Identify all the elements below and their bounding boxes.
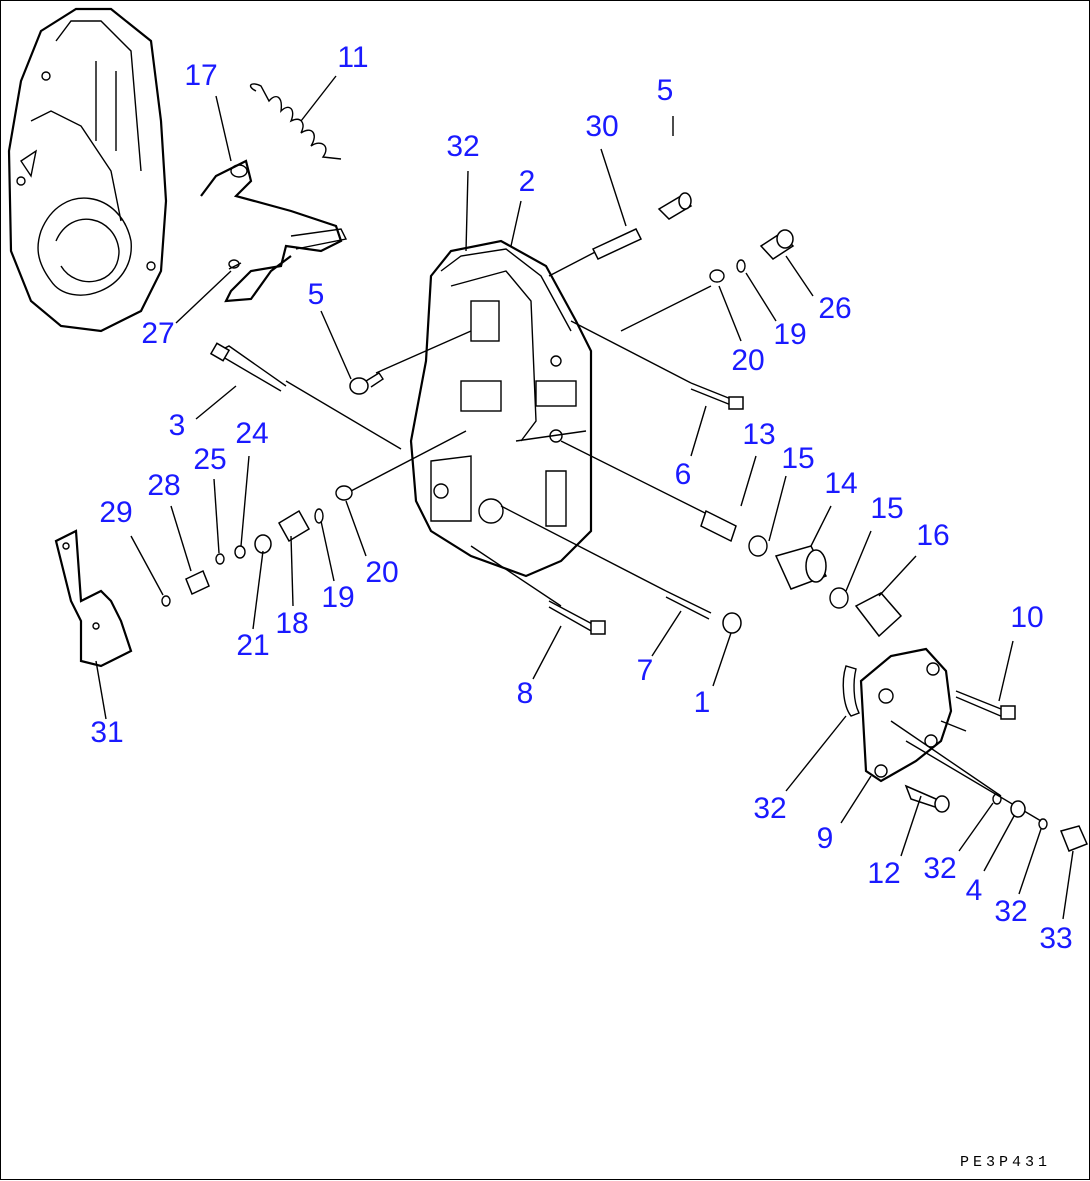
callout-1: 1 bbox=[693, 686, 711, 719]
callout-15-right: 15 bbox=[870, 492, 904, 525]
callout-17: 17 bbox=[184, 59, 218, 92]
callout-31: 32 bbox=[753, 792, 787, 825]
callout-29: 31 bbox=[90, 716, 124, 749]
callout-25: 27 bbox=[141, 317, 175, 350]
spring-part bbox=[249, 83, 342, 160]
callout-20-mid: 20 bbox=[365, 556, 399, 589]
callout-9: 9 bbox=[816, 822, 834, 855]
callout-15-left: 15 bbox=[781, 442, 815, 475]
callout-24: 26 bbox=[818, 292, 852, 325]
callout-leaders bbox=[95, 75, 1074, 920]
callout-16: 16 bbox=[916, 519, 950, 552]
callout-12: 11 bbox=[337, 41, 369, 74]
callout-11: 10 bbox=[1010, 601, 1044, 634]
callout-5-mid: 5 bbox=[307, 278, 325, 311]
assembly-lines bbox=[285, 248, 1042, 822]
callout-18: 18 bbox=[275, 607, 309, 640]
callout-13: 13 bbox=[742, 418, 776, 451]
callout-33: 33 bbox=[1039, 922, 1073, 955]
lever-part bbox=[200, 159, 348, 303]
callout-6: 6 bbox=[674, 458, 692, 491]
callout-27: 29 bbox=[99, 496, 133, 529]
callout-20-top: 20 bbox=[731, 344, 765, 377]
callout-22: 24 bbox=[235, 417, 269, 450]
callout-14: 14 bbox=[824, 467, 858, 500]
drawing-code: PE3P431 bbox=[959, 1154, 1051, 1171]
callout-10: 12 bbox=[867, 857, 901, 890]
callout-32-right: 32 bbox=[994, 895, 1028, 928]
callout-19-mid: 19 bbox=[321, 581, 355, 614]
valve-body-part bbox=[409, 239, 593, 578]
cover-part bbox=[842, 647, 1089, 852]
callout-4: 4 bbox=[965, 874, 983, 907]
callout-8: 8 bbox=[516, 677, 534, 710]
callout-19-top: 19 bbox=[773, 318, 807, 351]
callout-7: 7 bbox=[636, 654, 654, 687]
callout-2: 2 bbox=[518, 165, 536, 198]
callout-28: 30 bbox=[585, 110, 619, 143]
callout-5-top: 5 bbox=[656, 74, 674, 107]
callout-26: 28 bbox=[147, 469, 181, 502]
callout-3: 3 bbox=[168, 409, 186, 442]
small-parts bbox=[54, 192, 903, 668]
callout-32-left: 32 bbox=[923, 852, 957, 885]
callout-30: 32 bbox=[446, 130, 480, 163]
housing-part bbox=[7, 7, 168, 333]
callout-23: 25 bbox=[193, 443, 227, 476]
callout-21: 21 bbox=[236, 629, 270, 662]
